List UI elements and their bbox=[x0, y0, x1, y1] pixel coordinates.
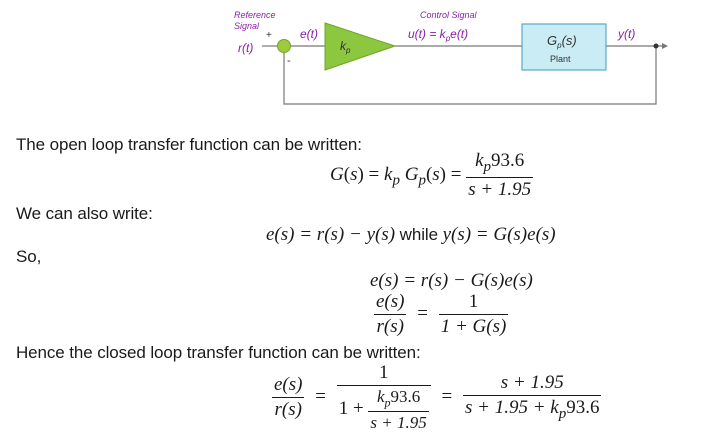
equation-open-loop: G(s) = kp Gp(s) = kp93.6 s + 1.95 bbox=[330, 150, 534, 201]
u-signal-label: u(t) = kpe(t) bbox=[408, 27, 468, 43]
reference-label-1: Reference bbox=[234, 10, 276, 20]
plant-tf-label: Gp(s) bbox=[547, 33, 577, 50]
e-signal-label: e(t) bbox=[300, 27, 318, 41]
plus-sign: + bbox=[266, 30, 272, 41]
also-write-text: We can also write: bbox=[16, 204, 153, 223]
reference-label-2: Signal bbox=[234, 21, 260, 31]
minus-sign: - bbox=[287, 55, 291, 67]
closed-loop-rhs: s + 1.95 s + 1.95 + kp93.6 bbox=[462, 371, 602, 422]
r-signal-label: r(t) bbox=[238, 41, 253, 55]
plant-block bbox=[521, 23, 607, 71]
control-signal-label: Control Signal bbox=[420, 10, 478, 20]
gain-block bbox=[324, 22, 397, 71]
closed-loop-lhs: e(s)r(s) bbox=[272, 373, 305, 420]
block-diagram: Reference Signal + - r(t) e(t) kp Contro… bbox=[234, 10, 668, 105]
y-signal-label: y(t) bbox=[617, 27, 635, 41]
open-loop-fraction: kp93.6 s + 1.95 bbox=[466, 150, 534, 201]
output-arrow-icon bbox=[662, 43, 668, 49]
summing-junction bbox=[277, 39, 291, 53]
equation-error-sub: e(s) = r(s) − G(s)e(s) bbox=[370, 270, 533, 291]
gain-label: kp bbox=[340, 39, 351, 55]
open-loop-text: The open loop transfer function can be w… bbox=[16, 135, 362, 154]
feedback-path bbox=[283, 46, 657, 105]
closed-loop-text: Hence the closed loop transfer function … bbox=[16, 343, 421, 362]
so-text: So, bbox=[16, 247, 42, 266]
output-dot bbox=[653, 43, 659, 49]
plant-label: Plant bbox=[550, 54, 571, 64]
equation-error: e(s) = r(s) − y(s) while y(s) = G(s)e(s) bbox=[266, 224, 556, 245]
